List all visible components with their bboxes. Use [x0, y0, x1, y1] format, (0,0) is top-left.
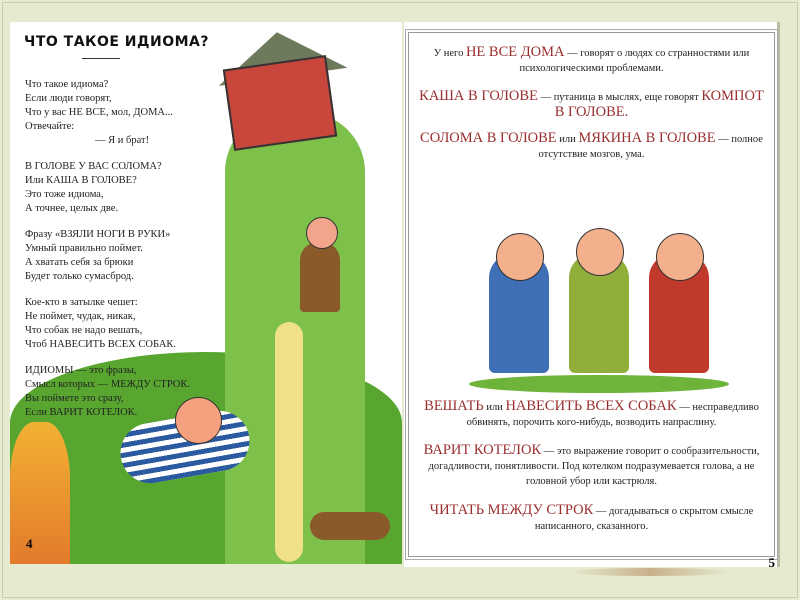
definition-paragraph: СОЛОМА В ГОЛОВЕ или МЯКИНА В ГОЛОВЕ — по…	[419, 131, 764, 162]
poem-line: Если люди говорят,	[25, 93, 112, 104]
poem-line: Что собак не надо вешать,	[25, 325, 143, 336]
kid-head-illustration	[576, 228, 624, 276]
dog-illustration	[310, 512, 390, 540]
man-illustration	[300, 242, 340, 312]
poem-line: Фразу «ВЗЯЛИ НОГИ В РУКИ»	[25, 229, 171, 240]
definition-text: — это выражение говорит о сообразительно…	[428, 446, 760, 487]
definition-text: — говорят о людях со странностями или пс…	[519, 48, 750, 74]
poem-line: А точнее, целых две.	[25, 203, 119, 214]
page-number-left: 4	[26, 536, 33, 551]
poem-line: Кое-кто в затылке чешет:	[25, 297, 138, 308]
kid-head-illustration	[496, 233, 544, 281]
idiom-term: ВЕШАТЬ	[424, 398, 484, 414]
definition-paragraph: ЧИТАТЬ МЕЖДУ СТРОК — догадываться о скры…	[419, 503, 764, 534]
trees-illustration	[10, 422, 70, 564]
poem-stanza: В ГОЛОВЕ У ВАС СОЛОМА? Или КАША В ГОЛОВЕ?…	[25, 160, 225, 216]
poem-line: Не поймет, чудак, никак,	[25, 311, 136, 322]
poem-line: Что у вас НЕ ВСЕ, мол, ДОМА...	[25, 107, 173, 118]
poem-line: Вы поймете это сразу,	[25, 393, 124, 404]
poem-line: Смысл которых — МЕЖДУ СТРОК.	[25, 379, 191, 390]
poem-line: Это тоже идиома,	[25, 189, 104, 200]
definition-paragraph: ВАРИТ КОТЕЛОК — это выражение говорит о …	[419, 443, 764, 489]
title-divider	[82, 58, 120, 59]
definition-paragraph: У него НЕ ВСЕ ДОМА — говорят о людях со …	[419, 45, 764, 76]
poem-line: Будет только сумасброд.	[25, 271, 134, 282]
poem-line: Отвечайте:	[25, 121, 75, 132]
poem-line: ИДИОМЫ — это фразы,	[25, 365, 137, 376]
running-boy-head-illustration	[175, 397, 222, 444]
idiom-term: КАША В ГОЛОВЕ	[419, 88, 538, 104]
kid-head-illustration	[656, 233, 704, 281]
idiom-term: СОЛОМА В ГОЛОВЕ	[420, 130, 557, 146]
poem-stanza: Фразу «ВЗЯЛИ НОГИ В РУКИ» Умный правильно…	[25, 228, 225, 284]
definition-text: — несправедливо обвинять, порочить кого-…	[466, 402, 759, 428]
definition-text: — полное отсутствие мозгов, ума.	[538, 134, 763, 160]
poem: Что такое идиома? Если люди говорят, Что у…	[25, 78, 225, 432]
poem-line: Чтоб НАВЕСИТЬ ВСЕХ СОБАК.	[25, 339, 177, 350]
definition-text: У него	[433, 48, 466, 59]
idiom-term: НАВЕСИТЬ ВСЕХ СОБАК	[505, 398, 677, 414]
right-page: У него НЕ ВСЕ ДОМА — говорят о людях со …	[404, 22, 780, 570]
page-title: ЧТО ТАКОЕ ИДИОМА?	[24, 34, 209, 50]
idiom-term: МЯКИНА В ГОЛОВЕ	[578, 130, 716, 146]
crooked-house-illustration	[222, 55, 338, 151]
poem-line: В ГОЛОВЕ У ВАС СОЛОМА?	[25, 161, 162, 172]
poem-stanza: Что такое идиома? Если люди говорят, Что у…	[25, 78, 225, 148]
definition-text: или	[556, 134, 579, 145]
idiom-term: КОМПОТ В ГОЛОВЕ.	[554, 88, 764, 120]
path-illustration	[275, 322, 303, 562]
definition-text: или	[483, 402, 506, 413]
poem-line: — Я и брат!	[95, 135, 150, 146]
poem-line: Умный правильно поймет.	[25, 243, 143, 254]
idiom-term: ЧИТАТЬ МЕЖДУ СТРОК	[429, 502, 594, 518]
poem-line: А хватать себя за брюки	[25, 257, 134, 268]
definition-paragraph: ВЕШАТЬ или НАВЕСИТЬ ВСЕХ СОБАК — несправ…	[419, 399, 764, 430]
poem-line: Что такое идиома?	[25, 79, 109, 90]
man-head-illustration	[306, 217, 338, 249]
page-number-right: 5	[768, 555, 776, 570]
definition-text: — путаница в мыслях, еще говорят	[537, 92, 702, 103]
definition-paragraph: КАША В ГОЛОВЕ — путаница в мыслях, еще г…	[419, 89, 764, 121]
poem-line: Или КАША В ГОЛОВЕ?	[25, 175, 137, 186]
idiom-term: НЕ ВСЕ ДОМА	[465, 44, 565, 60]
poem-line: Если ВАРИТ КОТЕЛОК.	[25, 407, 138, 418]
poem-stanza: ИДИОМЫ — это фразы, Смысл которых — МЕЖДУ…	[25, 364, 225, 420]
definitions-box: У него НЕ ВСЕ ДОМА — говорят о людях со …	[408, 32, 775, 557]
kids-illustration	[469, 193, 729, 393]
grass-illustration	[469, 375, 729, 393]
definition-text: — догадываться о скрытом смысле написанн…	[534, 506, 754, 532]
book-shadow-decoration	[570, 568, 730, 576]
idiom-term: ВАРИТ КОТЕЛОК	[423, 442, 542, 458]
left-page: ЧТО ТАКОЕ ИДИОМА? Что такое идиома? Если …	[10, 22, 402, 564]
poem-stanza: Кое-кто в затылке чешет: Не поймет, чудак…	[25, 296, 225, 352]
